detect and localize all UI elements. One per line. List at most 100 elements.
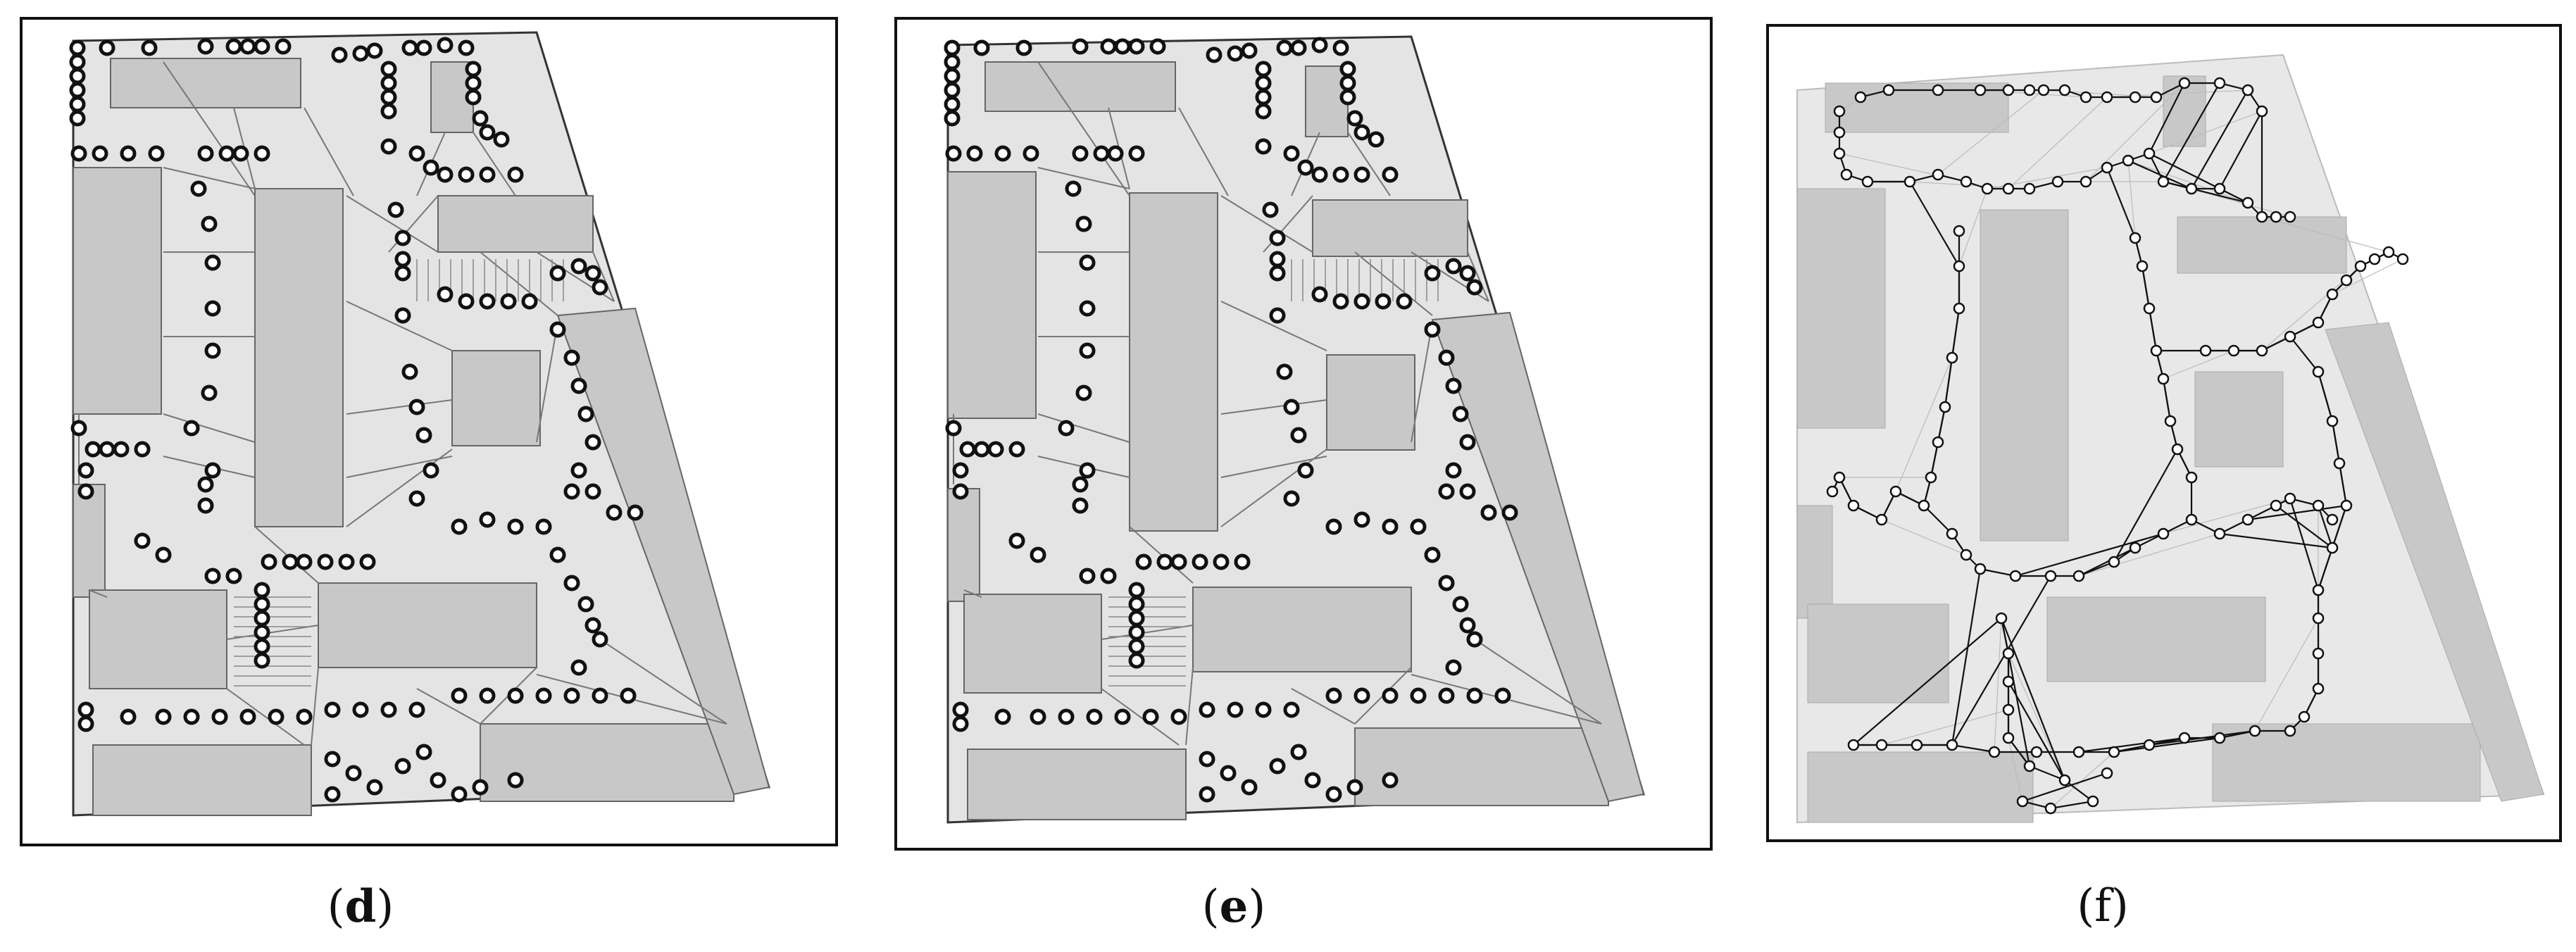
pedestrian-point bbox=[380, 701, 397, 718]
panel-e bbox=[894, 17, 1713, 851]
pedestrian-point bbox=[1269, 230, 1286, 246]
graph-node bbox=[2326, 541, 2339, 554]
graph-node bbox=[2270, 211, 2282, 223]
graph-node bbox=[2016, 795, 2029, 808]
pedestrian-point bbox=[1241, 42, 1258, 59]
graph-edge bbox=[2015, 532, 2164, 577]
graph-node bbox=[2157, 175, 2170, 188]
pedestrian-point bbox=[1396, 293, 1413, 310]
pedestrian-point bbox=[1128, 624, 1145, 641]
pedestrian-point bbox=[1452, 596, 1469, 613]
pedestrian-point bbox=[1206, 46, 1223, 63]
graph-node bbox=[2242, 196, 2254, 209]
pedestrian-point bbox=[324, 701, 341, 718]
pedestrian-point bbox=[437, 37, 454, 54]
partition-line bbox=[536, 322, 558, 443]
graph-edge bbox=[2247, 504, 2347, 521]
pedestrian-point bbox=[1382, 687, 1399, 704]
pedestrian-point bbox=[1375, 293, 1392, 310]
graph-node bbox=[2178, 77, 2191, 89]
building bbox=[254, 188, 344, 527]
pedestrian-point bbox=[592, 631, 608, 648]
pedestrian-point bbox=[1079, 300, 1096, 317]
graph-node bbox=[1932, 436, 1944, 449]
pedestrian-point bbox=[141, 39, 158, 56]
graph-edge bbox=[2008, 681, 2065, 781]
pedestrian-point bbox=[1128, 582, 1145, 599]
graph-edge bbox=[2106, 167, 2137, 239]
graph-node bbox=[2087, 795, 2099, 808]
graph-node bbox=[2270, 499, 2282, 512]
graph-node bbox=[1939, 401, 1951, 413]
pedestrian-point bbox=[183, 708, 200, 725]
graph-node bbox=[1861, 175, 1874, 188]
pedestrian-point bbox=[1325, 687, 1342, 704]
pedestrian-point bbox=[85, 441, 101, 458]
pedestrian-point bbox=[1346, 779, 1363, 796]
graph-node bbox=[2312, 499, 2325, 512]
pedestrian-point bbox=[1382, 518, 1399, 535]
graph-node bbox=[2023, 760, 2036, 772]
pedestrian-point bbox=[1255, 701, 1272, 718]
pedestrian-point bbox=[1332, 39, 1349, 56]
triangulation-edge bbox=[1937, 89, 2044, 175]
graph-node bbox=[2333, 457, 2346, 470]
triangulation-edge bbox=[1881, 519, 1967, 556]
graph-edge bbox=[1937, 406, 1946, 443]
graph-node bbox=[2051, 175, 2064, 188]
pedestrian-point bbox=[1332, 166, 1349, 183]
building bbox=[1807, 751, 2034, 823]
pedestrian-point bbox=[113, 441, 130, 458]
graph-node bbox=[2284, 725, 2296, 737]
partition-line bbox=[304, 107, 354, 196]
pedestrian-point bbox=[1135, 553, 1152, 570]
pedestrian-point bbox=[1459, 434, 1476, 451]
pedestrian-point bbox=[1015, 39, 1032, 56]
graph-node bbox=[2249, 725, 2261, 737]
building bbox=[947, 171, 1037, 419]
graph-node bbox=[2129, 232, 2142, 244]
pedestrian-point bbox=[1501, 504, 1518, 521]
graph-node bbox=[2242, 84, 2254, 96]
graph-edge bbox=[2149, 729, 2256, 746]
graph-node bbox=[1995, 612, 2008, 625]
pedestrian-point bbox=[415, 427, 432, 444]
pedestrian-point bbox=[1459, 617, 1476, 634]
pedestrian-point bbox=[994, 145, 1011, 162]
pedestrian-point bbox=[952, 701, 969, 718]
pedestrian-point bbox=[296, 708, 313, 725]
pedestrian-point bbox=[1290, 427, 1307, 444]
pedestrian-point bbox=[1297, 462, 1314, 479]
graph-node bbox=[2284, 211, 2296, 223]
pedestrian-point bbox=[1353, 124, 1370, 141]
pedestrian-point bbox=[987, 441, 1004, 458]
graph-node bbox=[1833, 105, 1846, 118]
pedestrian-point bbox=[1368, 131, 1384, 148]
pedestrian-point bbox=[204, 568, 221, 584]
graph-node bbox=[2171, 443, 2184, 456]
pedestrian-point bbox=[592, 687, 608, 704]
graph-node bbox=[2312, 682, 2325, 695]
graph-edge bbox=[2007, 653, 2031, 767]
caption-open: ( bbox=[1201, 881, 1220, 933]
pedestrian-point bbox=[1128, 610, 1145, 627]
pedestrian-point bbox=[1445, 377, 1462, 394]
caption-open: ( bbox=[327, 881, 345, 933]
graph-node bbox=[1833, 471, 1846, 484]
pedestrian-point bbox=[99, 39, 115, 56]
graph-node bbox=[2185, 513, 2198, 526]
pedestrian-point bbox=[232, 145, 249, 162]
graph-edge bbox=[1951, 575, 2051, 746]
triangulation-edge bbox=[2008, 653, 2065, 781]
graph-node bbox=[2037, 84, 2050, 96]
pedestrian-point bbox=[1241, 779, 1258, 796]
pedestrian-point bbox=[472, 779, 489, 796]
pedestrian-point bbox=[451, 518, 468, 535]
pedestrian-point bbox=[1075, 215, 1092, 232]
partition-line bbox=[1411, 322, 1433, 443]
pedestrian-point bbox=[1424, 321, 1441, 338]
caption-letter: d bbox=[344, 880, 377, 933]
graph-node bbox=[2227, 344, 2240, 357]
pedestrian-point bbox=[479, 511, 496, 528]
pedestrian-point bbox=[1269, 758, 1286, 775]
